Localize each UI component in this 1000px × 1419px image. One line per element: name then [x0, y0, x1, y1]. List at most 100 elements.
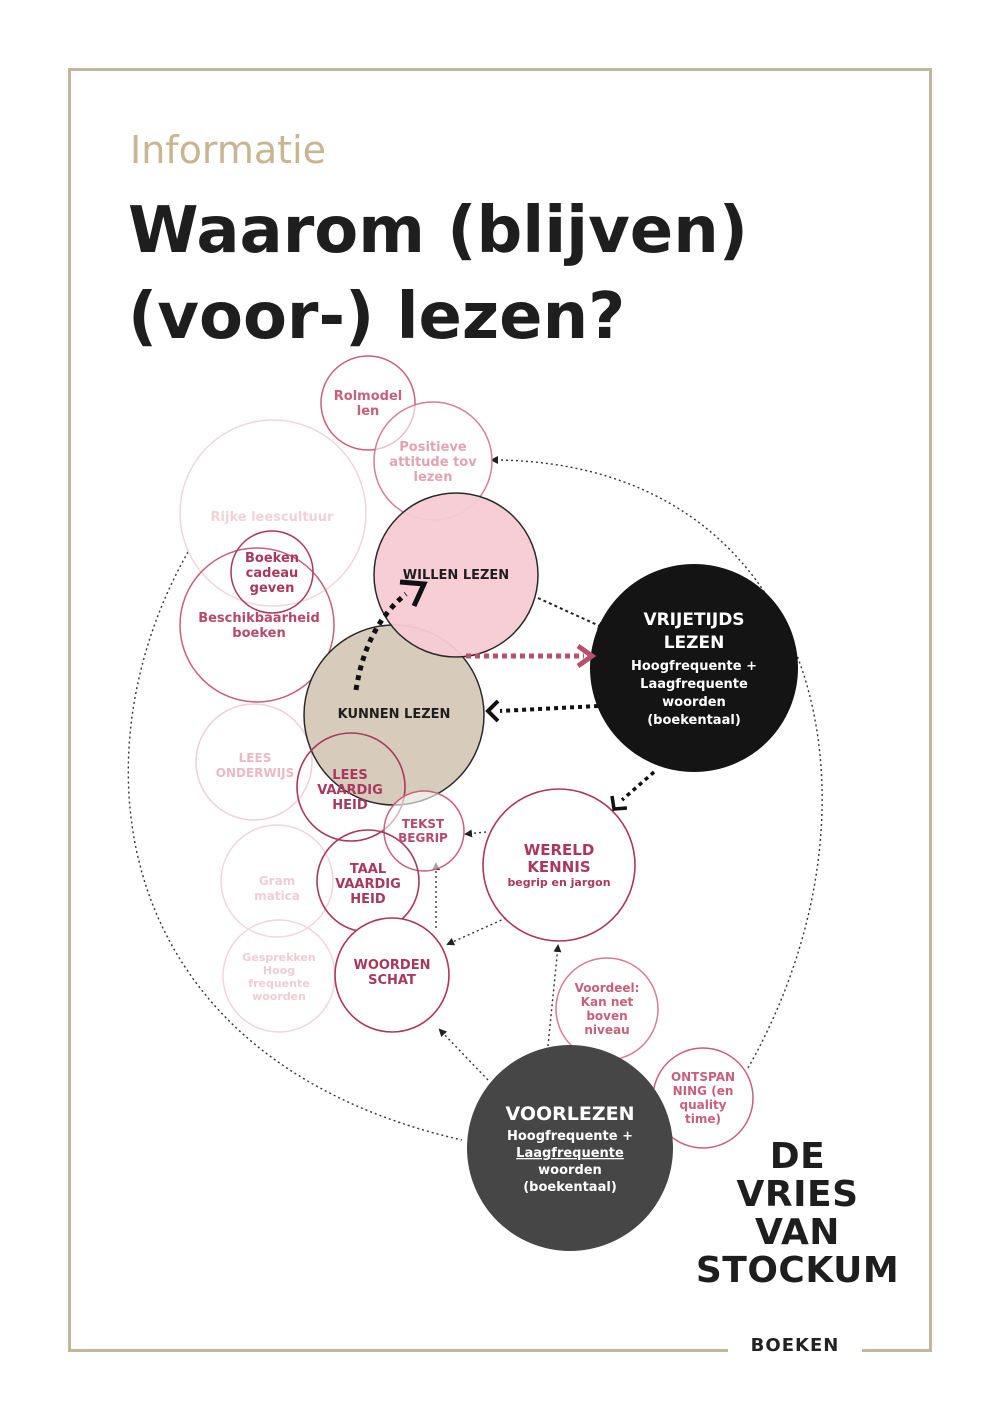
label-voordeel-line: niveau	[584, 1023, 629, 1037]
label-taalvaardigheid-line: HEID	[350, 892, 386, 907]
circle-woordenschat	[334, 917, 450, 1033]
label-gesprekken: Gesprekken Hoog frequente woorden	[242, 951, 315, 1003]
circle-lees-onderwijs	[195, 703, 313, 821]
label-rijke-line: Rijke leescultuur	[211, 510, 335, 525]
label-woordenschat-line: SCHAT	[368, 973, 416, 988]
label-voordeel-line: boven	[586, 1009, 627, 1023]
label-vrijetijds-lezen: VRIJETIJDS LEZEN Hoogfrequente + Laagfre…	[631, 610, 757, 728]
page-frame	[68, 68, 932, 1352]
label-voorlezen-sub: (boekentaal)	[523, 1180, 617, 1195]
label-gesprekken-line: woorden	[252, 990, 306, 1003]
brand-logo: DE VRIES VAN STOCKUM	[690, 1138, 905, 1290]
label-grammatica: Gram matica	[254, 874, 300, 903]
label-voorlezen-title: VOORLEZEN	[505, 1103, 634, 1125]
label-positieve: Positieve attitude tov lezen	[389, 440, 477, 485]
logo-line: DE	[769, 1136, 826, 1177]
arrow-vrijetijds-to-wereldkennis	[620, 770, 656, 802]
label-grammatica-line: matica	[254, 889, 300, 903]
label-tekstbegrip: TEKST BEGRIP	[398, 817, 448, 845]
arrow-vrijetijds-to-kunnen	[499, 704, 599, 713]
circle-boeken-cadeau	[230, 530, 314, 614]
label-tekstbegrip-line: TEKST	[402, 817, 445, 831]
label-vrijetijds-sub: (boekentaal)	[647, 713, 741, 728]
label-voorlezen: VOORLEZEN Hoogfrequente + Laagfrequente …	[505, 1103, 634, 1195]
label-kunnen-lezen: KUNNEN LEZEN	[338, 707, 451, 722]
page-title: Waarom (blijven) (voor-) lezen?	[128, 188, 888, 360]
label-boeken-line: cadeau	[246, 566, 299, 581]
label-taalvaardigheid-line: TAAL	[350, 862, 386, 877]
logo-line: VRIES	[736, 1174, 859, 1215]
label-voordeel-line: Kan net	[581, 995, 634, 1009]
label-kunnen-line: KUNNEN LEZEN	[338, 707, 451, 722]
label-voorlezen-sub: woorden	[538, 1163, 602, 1178]
label-positieve-line: attitude tov	[389, 455, 477, 470]
footer-label: BOEKEN	[750, 1335, 840, 1356]
circle-willen-lezen	[373, 492, 539, 658]
label-voorlezen-sub: Hoogfrequente +	[507, 1129, 633, 1144]
circle-rijke-leescultuur	[179, 419, 367, 607]
label-wereldkennis-title: WERELD	[524, 841, 595, 859]
label-lees-vaardigheid: LEES VAARDIG HEID	[317, 768, 383, 813]
label-boeken-line: Boeken	[245, 551, 299, 566]
arrow-wereldkennis-to-woordenschat	[446, 917, 507, 946]
label-beschikbaarheid-line: Beschikbaarheid	[198, 611, 320, 626]
label-lees-onderwijs-line: ONDERWIJS	[216, 766, 294, 780]
circle-beschikbaarheid	[179, 547, 335, 703]
label-vrijetijds-title: LEZEN	[664, 633, 725, 653]
arrow-voorlezen-to-woordenschat	[438, 1028, 489, 1081]
circle-grammatica	[220, 824, 334, 938]
label-ontspanning: ONTSPAN NING (en quality time)	[671, 1070, 735, 1126]
circle-lees-vaardigheid	[296, 732, 406, 842]
circle-wereldkennis	[482, 788, 636, 942]
label-ontspanning-line: time)	[685, 1112, 721, 1126]
label-gesprekken-line: Hoog	[263, 964, 295, 977]
label-woordenschat: WOORDEN SCHAT	[353, 958, 430, 988]
label-lees-onderwijs-line: LEES	[239, 751, 272, 765]
arrow-voorlezen-to-wereldkennis	[547, 944, 562, 1047]
connectors	[127, 456, 823, 1141]
circle-rolmodel	[320, 355, 416, 451]
footer-gap	[728, 1340, 862, 1364]
label-boeken-cadeau: Boeken cadeau geven	[245, 551, 299, 596]
label-taalvaardigheid: TAAL VAARDIG HEID	[335, 862, 401, 907]
label-lees-vaardigheid-line: LEES	[332, 768, 367, 783]
label-ontspanning-line: NING (en	[673, 1084, 734, 1098]
arrow-vrijetijds-to-wereldkennis-head	[610, 795, 628, 811]
label-positieve-line: lezen	[414, 470, 453, 485]
label-rolmodel-line: len	[357, 404, 380, 419]
label-voorlezen-sub: Laagfrequente	[516, 1146, 624, 1161]
label-positieve-line: Positieve	[399, 440, 467, 455]
label-lees-onderwijs: LEES ONDERWIJS	[216, 751, 294, 780]
label-grammatica-line: Gram	[259, 874, 295, 888]
label-wereldkennis-sub: begrip en jargon	[507, 876, 610, 889]
label-vrijetijds-sub: Laagfrequente	[640, 677, 748, 692]
label-woordenschat-line: WOORDEN	[353, 958, 430, 973]
arrow-kunnen-to-vrijetijds-head	[576, 643, 597, 669]
label-voordeel-line: Voordeel:	[575, 981, 640, 995]
circle-tekstbegrip	[383, 790, 465, 872]
label-gesprekken-line: Gesprekken	[242, 951, 315, 964]
label-beschikbaarheid-line: boeken	[232, 626, 285, 641]
label-taalvaardigheid-line: VAARDIG	[335, 877, 401, 892]
label-vrijetijds-title: VRIJETIJDS	[643, 610, 744, 630]
arrow-kunnen-to-willen	[353, 592, 408, 691]
label-willen-line: WILLEN LEZEN	[403, 568, 509, 583]
label-lees-vaardigheid-line: VAARDIG	[317, 783, 383, 798]
label-rolmodel: Rolmodel len	[334, 389, 402, 419]
label-gesprekken-line: frequente	[248, 977, 309, 990]
label-beschikbaarheid: Beschikbaarheid boeken	[198, 611, 320, 641]
kicker: Informatie	[130, 128, 327, 172]
label-voordeel: Voordeel: Kan net boven niveau	[575, 981, 640, 1037]
label-ontspanning-line: quality	[679, 1098, 726, 1112]
label-vrijetijds-sub: woorden	[662, 695, 726, 710]
outer-loop-right	[490, 456, 823, 1069]
label-vrijetijds-sub: Hoogfrequente +	[631, 659, 757, 674]
label-tekstbegrip-line: BEGRIP	[398, 831, 448, 845]
label-boeken-line: geven	[250, 581, 295, 596]
label-rolmodel-line: Rolmodel	[334, 389, 402, 404]
label-wereldkennis-title: KENNIS	[527, 858, 590, 876]
circle-voorlezen	[467, 1045, 673, 1251]
arrow-willen-to-vrijetijds	[537, 597, 606, 630]
label-rijke-leescultuur: Rijke leescultuur	[211, 510, 335, 525]
